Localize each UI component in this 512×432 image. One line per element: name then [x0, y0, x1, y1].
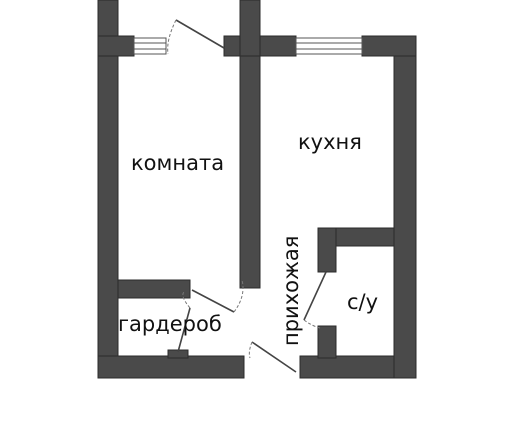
label-room: комната — [131, 151, 224, 175]
wall-right-outer — [393, 35, 417, 379]
door-room — [191, 279, 244, 313]
wall-bathroom-left-upper — [317, 227, 337, 273]
label-kitchen: кухня — [298, 130, 362, 154]
label-wardrobe: гардероб — [118, 312, 222, 336]
wall-top-room-left — [97, 35, 135, 57]
windows — [133, 37, 363, 55]
wall-top-kitchen-right — [361, 35, 417, 57]
room-labels: комната кухня с/у гардероб прихожая — [118, 130, 378, 346]
label-bathroom: с/у — [347, 290, 378, 314]
window-kitchen — [295, 37, 363, 55]
wall-bottom-left — [97, 355, 245, 379]
label-hallway: прихожая — [279, 236, 303, 346]
walls — [97, 0, 417, 379]
wall-upper-column — [239, 0, 261, 57]
door-bathroom — [303, 271, 327, 329]
window-room — [133, 37, 167, 55]
wall-center-partition — [239, 55, 261, 289]
door-entrance — [248, 341, 297, 373]
door-balcony — [167, 19, 225, 55]
wall-left-outer — [97, 0, 119, 379]
wall-bathroom-left-lower — [317, 325, 337, 359]
door-wardrobe — [177, 291, 191, 353]
doors — [167, 19, 327, 373]
wall-room-wardrobe — [117, 279, 191, 299]
